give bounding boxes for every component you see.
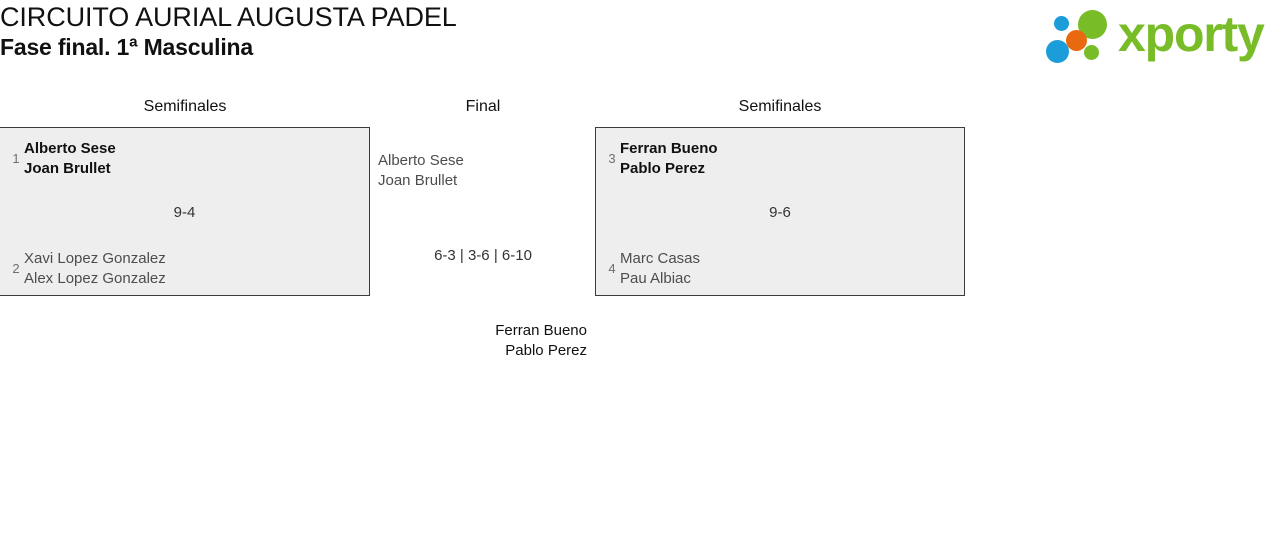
round-title-final: Final: [465, 98, 501, 115]
player-name: Pau Albiac: [620, 269, 691, 287]
page-header: CIRCUITO AURIAL AUGUSTA PADEL Fase final…: [0, 0, 1280, 80]
match-semifinal-right[interactable]: 3 Ferran Bueno Pablo Perez 9-6 4 Marc Ca…: [595, 127, 965, 296]
team-names: Alberto Sese Joan Brullet: [24, 139, 116, 178]
player-name: Pablo Perez: [505, 341, 587, 359]
logo-dot-blue-small-icon: [1054, 16, 1069, 31]
round-title-semifinals-left: Semifinales: [143, 98, 227, 115]
player-name: Joan Brullet: [24, 159, 111, 177]
match-final-score: 6-3 | 3-6 | 6-10: [434, 247, 532, 264]
team-names: Xavi Lopez Gonzalez Alex Lopez Gonzalez: [24, 249, 166, 288]
tournament-title-block: CIRCUITO AURIAL AUGUSTA PADEL Fase final…: [0, 2, 900, 61]
logo-dot-blue-large-icon: [1046, 40, 1069, 63]
tournament-name: CIRCUITO AURIAL AUGUSTA PADEL: [0, 2, 457, 32]
player-name: Alberto Sese: [378, 152, 464, 169]
player-name: Ferran Bueno: [495, 322, 587, 339]
match-semifinal-left[interactable]: 1 Alberto Sese Joan Brullet 9-4 2 Xavi L…: [0, 127, 370, 296]
match-team-row[interactable]: 1 Alberto Sese Joan Brullet: [0, 139, 369, 178]
player-name: Alex Lopez Gonzalez: [24, 269, 166, 287]
match-final-team-top[interactable]: Alberto Sese Joan Brullet: [378, 151, 464, 190]
team-seed: 2: [12, 261, 20, 276]
logo-wordmark: xporty: [1118, 6, 1265, 62]
team-names: Ferran Bueno Pablo Perez: [620, 139, 718, 178]
tournament-phase: Fase final. 1ª Masculina: [0, 34, 253, 60]
team-seed: 4: [608, 261, 616, 276]
match-final-team-bottom[interactable]: Ferran Bueno Pablo Perez: [407, 321, 587, 360]
team-seed: 1: [12, 151, 20, 166]
match-score: 9-6: [769, 204, 791, 221]
player-name: Marc Casas: [620, 250, 701, 267]
logo-dot-orange-icon: [1066, 30, 1087, 51]
match-score: 9-4: [173, 204, 196, 221]
team-names: Marc Casas Pau Albiac: [620, 249, 700, 288]
player-name: Joan Brullet: [378, 171, 458, 189]
match-team-row[interactable]: 3 Ferran Bueno Pablo Perez: [596, 139, 964, 178]
xporty-logo[interactable]: xporty: [1040, 4, 1272, 66]
player-name: Pablo Perez: [620, 159, 706, 177]
logo-dot-green-small-icon: [1084, 45, 1099, 60]
player-name: Alberto Sese: [24, 140, 116, 157]
match-team-row[interactable]: 4 Marc Casas Pau Albiac: [596, 249, 964, 288]
round-title-semifinals-right: Semifinales: [738, 98, 822, 115]
team-seed: 3: [608, 151, 616, 166]
player-name: Ferran Bueno: [620, 140, 718, 157]
logo-dots-icon: [1046, 8, 1126, 64]
player-name: Xavi Lopez Gonzalez: [24, 250, 166, 267]
match-team-row[interactable]: 2 Xavi Lopez Gonzalez Alex Lopez Gonzale…: [0, 249, 369, 288]
